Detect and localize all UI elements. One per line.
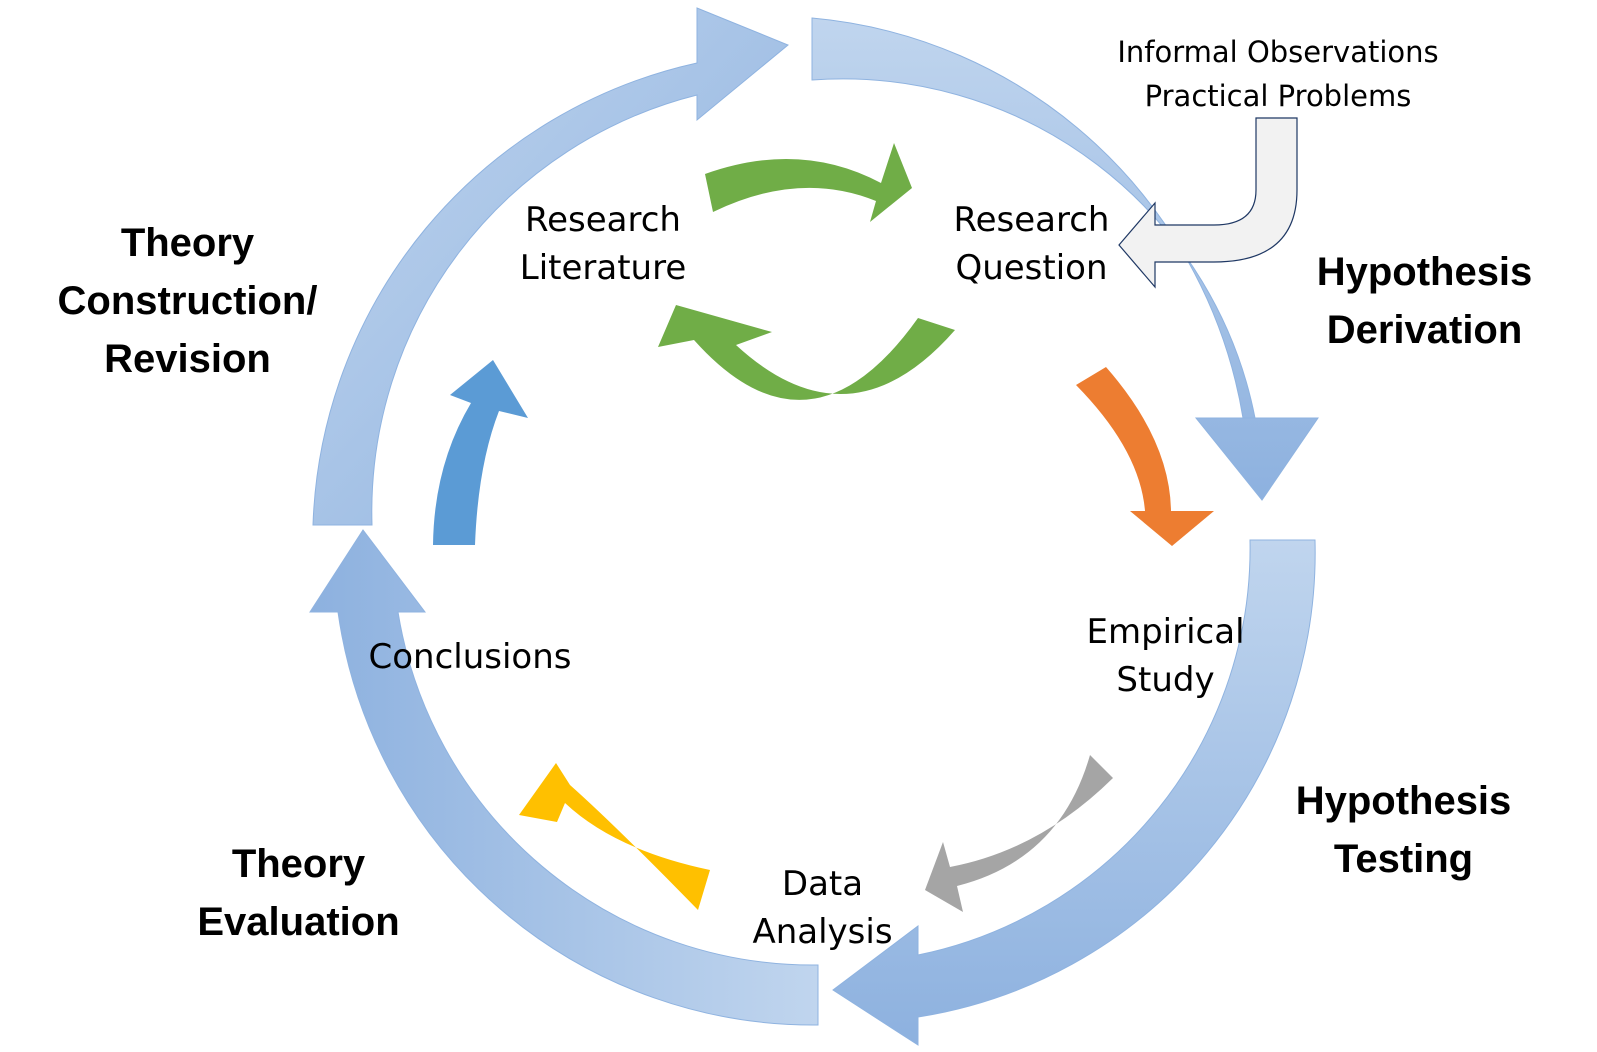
- phase-theory-evaluation: Theory Evaluation: [197, 842, 400, 944]
- phase-hypothesis-testing: Hypothesis Testing: [1295, 779, 1512, 881]
- green-arrow-to-question: [705, 143, 912, 222]
- phase-hypothesis-derivation: Hypothesis Derivation: [1316, 250, 1533, 352]
- gray-arrow-to-analysis: [925, 755, 1113, 912]
- step-research-literature: Research Literature: [519, 200, 687, 288]
- phase-theory-construction: Theory Construction/ Revision: [57, 221, 318, 381]
- step-conclusions: Conclusions: [368, 637, 572, 677]
- green-arrow-to-literature: [658, 305, 955, 400]
- practical-problems-label: Practical Problems: [1144, 79, 1412, 113]
- input-note: Informal Observations Practical Problems: [1088, 30, 1468, 118]
- blue-arrow-to-literature: [433, 360, 528, 545]
- orange-arrow-to-study: [1076, 367, 1214, 546]
- input-bent-arrow: [1118, 117, 1298, 289]
- outer-arrow-bottom-right: [832, 539, 1316, 1046]
- step-empirical-study: Empirical Study: [1086, 612, 1245, 700]
- outer-arrow-top-right: [811, 17, 1319, 501]
- yellow-arrow-to-conclusions: [519, 763, 710, 910]
- outer-arrow-top-left: [312, 7, 789, 526]
- informal-observations-label: Informal Observations: [1117, 35, 1439, 69]
- outer-arrow-bottom-left: [309, 529, 819, 1026]
- step-research-question: Research Question: [953, 200, 1110, 288]
- step-data-analysis: Data Analysis: [752, 864, 893, 952]
